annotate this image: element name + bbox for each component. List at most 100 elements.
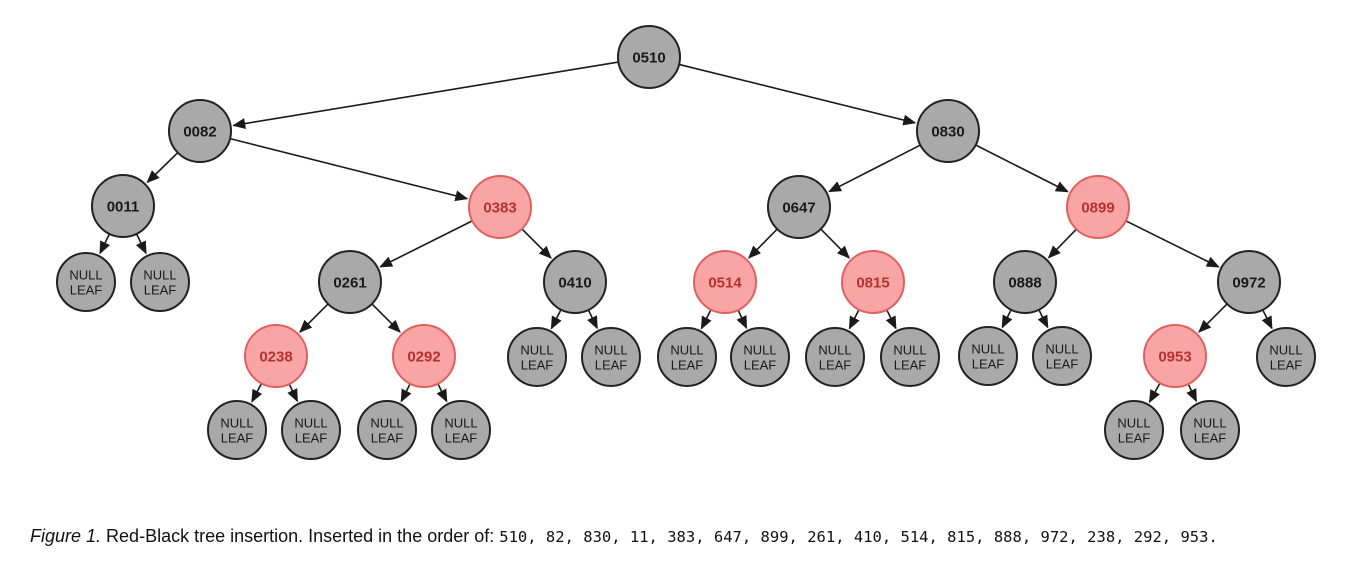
tree-node-0830: 0830 [916,99,980,163]
node-label: 0292 [407,349,440,366]
tree-edge-830-899 [975,144,1069,193]
tree-edge-410-null-410-l [550,309,562,330]
tree-node-0410: 0410 [543,250,607,314]
tree-edge-410-null-410-r [587,309,598,330]
tree-edge-082-383 [229,137,469,202]
node-label: 0888 [1008,275,1041,292]
caption-text: Red-Black tree insertion. Inserted in th… [101,526,500,546]
node-label: 0011 [107,199,140,216]
tree-edge-383-261 [379,220,473,268]
tree-edge-292-null-292-l [400,383,412,403]
tree-edge-972-null-972-r [1261,309,1273,330]
node-circle [767,175,831,239]
node-label: 0899 [1081,200,1114,217]
tree-edge-514-null-514-r [736,309,748,330]
tree-edge-953-null-953-l [1148,382,1161,404]
figure-label: Figure 1. [30,526,102,546]
tree-edge-510-082 [232,61,619,129]
tree-edge-292-null-292-r [436,383,448,403]
tree-node-0292: 0292 [392,324,456,388]
node-circle [617,25,681,89]
null-leaf-circle [958,326,1018,386]
node-label: 0972 [1232,275,1265,292]
null-leaf-circle [1104,400,1164,460]
tree-edge-899-888 [1047,228,1077,259]
node-label: 0410 [558,275,591,292]
tree-edge-514-null-514-l [700,309,712,330]
tree-edge-238-null-238-l [251,383,263,403]
tree-edge-899-972 [1125,220,1220,268]
tree-edge-647-514 [747,228,778,259]
node-circle [91,174,155,238]
null-leaf-circle [281,400,341,460]
node-circle [543,250,607,314]
node-circle [693,250,757,314]
null-leaf-circle [730,327,790,387]
node-label: 0082 [183,124,216,141]
insertion-order-list: 510, 82, 830, 11, 383, 647, 899, 261, 41… [499,528,1218,546]
node-circle [1217,250,1281,314]
node-label: 0514 [708,275,742,292]
tree-node-0815: 0815 [841,250,905,314]
null-leaf-circle [507,327,567,387]
null-leaf-circle [805,327,865,387]
tree-edge-261-292 [371,303,401,333]
tree-edge-383-410 [521,228,552,259]
null-leaf-circle [130,252,190,312]
tree-edge-815-null-815-l [848,309,860,330]
node-label: 0510 [632,50,665,67]
tree-edge-972-953 [1198,303,1228,333]
null-leaf-circle [1180,400,1240,460]
node-circle [1143,324,1207,388]
null-leaf-circle [657,327,717,387]
tree-edge-953-null-953-r [1186,383,1198,403]
tree-node-0261: 0261 [318,250,382,314]
tree-edge-510-830 [678,63,917,126]
tree-node-0953: 0953 [1143,324,1207,388]
tree-node-0972: 0972 [1217,250,1281,314]
null-leaf-circle [357,400,417,460]
tree-edge-238-null-238-r [287,383,299,403]
tree-node-0082: 0082 [168,99,232,163]
node-circle [1066,175,1130,239]
node-label: 0383 [483,200,516,217]
node-circle [841,250,905,314]
tree-edge-082-011 [146,152,179,184]
node-circle [993,250,1057,314]
node-circle [168,99,232,163]
null-leaf-circle [207,400,267,460]
tree-edge-888-null-888-l [1001,309,1013,329]
tree-edge-815-null-815-r [885,309,897,330]
tree-edge-647-815 [820,228,851,259]
